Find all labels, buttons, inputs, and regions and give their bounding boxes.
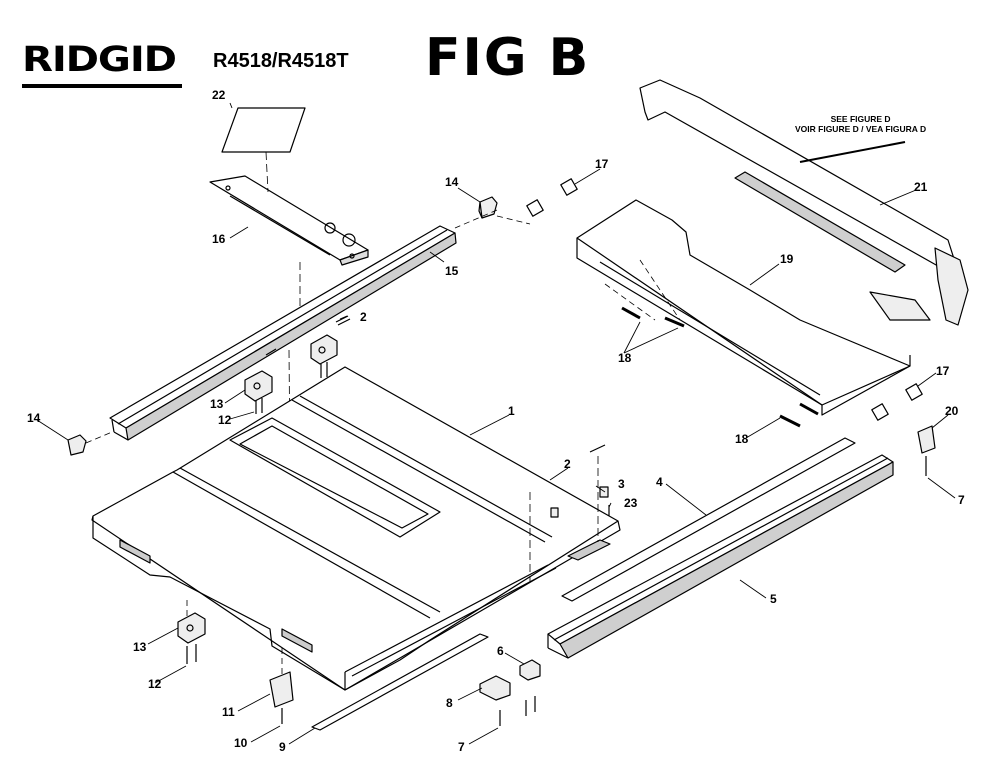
callout-10: 10: [234, 736, 248, 750]
callout-19: 19: [780, 252, 794, 266]
callout-13-upper: 13: [210, 397, 224, 411]
part-3-knob: [599, 486, 609, 498]
callout-16: 16: [212, 232, 226, 246]
callout-18-top: 18: [618, 351, 632, 365]
callout-1: 1: [508, 404, 515, 418]
ridgid-logo: RIDGID: [22, 38, 182, 90]
part-8-bracket: [479, 675, 511, 701]
part-9-scale-strip: [311, 633, 489, 731]
part-22-label: [221, 107, 306, 153]
callout-5: 5: [770, 592, 777, 606]
part-5-right-rail: [547, 454, 894, 659]
callout-7-bottom: 7: [458, 740, 465, 754]
part-6-clip: [519, 659, 541, 681]
part-2-pin-left: [265, 348, 277, 356]
callout-6: 6: [497, 644, 504, 658]
part-12-screws-upper: [255, 362, 328, 414]
callout-3: 3: [618, 477, 625, 491]
figure-d-note-fr-es: VOIR FIGURE D / VEA FIGURA D: [795, 123, 927, 134]
part-2-pin-right: [589, 444, 606, 453]
part-2-pin-top: [335, 315, 351, 326]
callout-14-top: 14: [445, 175, 459, 189]
part-14-end-cap-bottom: [67, 434, 87, 456]
part-13-bracket-upper-right: [310, 334, 338, 365]
figure-d-note-en: SEE FIGURE D: [830, 114, 891, 124]
part-4-scale-strip: [561, 437, 856, 602]
part-11-block: [269, 671, 294, 708]
callout-2-top: 2: [360, 310, 367, 324]
brand-name: RIDGID: [22, 40, 177, 80]
part-1-main-table: [91, 366, 621, 691]
callout-22: 22: [212, 88, 226, 102]
part-18-pins-lower: [779, 402, 819, 428]
logo-underline: [22, 84, 182, 88]
part-17-washer-upper: [526, 199, 544, 217]
callout-14-bottom: 14: [27, 411, 41, 425]
part-17-washer-lower: [871, 403, 889, 421]
model-number: R4518/R4518T: [213, 50, 349, 72]
figure-title: FIG B: [425, 28, 591, 88]
callout-11: 11: [222, 705, 235, 719]
callout-20: 20: [945, 404, 959, 418]
callout-7-right: 7: [958, 493, 965, 507]
part-13-bracket-lower: [177, 612, 206, 644]
callout-18-bottom: 18: [735, 432, 749, 446]
part-13-bracket-upper-left: [244, 370, 273, 402]
part-14-end-cap-top: [478, 196, 498, 219]
callout-8: 8: [446, 696, 453, 710]
callout-15: 15: [445, 264, 459, 278]
part-19-extension-table: [576, 199, 911, 416]
callout-13-lower: 13: [133, 640, 147, 654]
figure-d-note: SEE FIGURE D VOIR FIGURE D / VEA FIGURA …: [795, 114, 927, 135]
part-18-pins-upper: [621, 306, 685, 328]
part-21-rip-fence: [639, 79, 969, 326]
figure-d-leader: [799, 141, 906, 163]
callout-2-right: 2: [564, 457, 571, 471]
callout-23: 23: [624, 496, 638, 510]
callout-9: 9: [279, 740, 286, 754]
callout-12-upper: 12: [218, 413, 232, 427]
callout-17-top: 17: [595, 157, 609, 171]
part-20-lock: [917, 425, 936, 454]
callout-21: 21: [914, 180, 928, 194]
callout-12-lower: 12: [148, 677, 162, 691]
part-16-throat-plate: [209, 175, 369, 266]
part-15-left-rail: [109, 225, 457, 441]
callout-4: 4: [656, 475, 663, 489]
callout-17-bottom: 17: [936, 364, 950, 378]
